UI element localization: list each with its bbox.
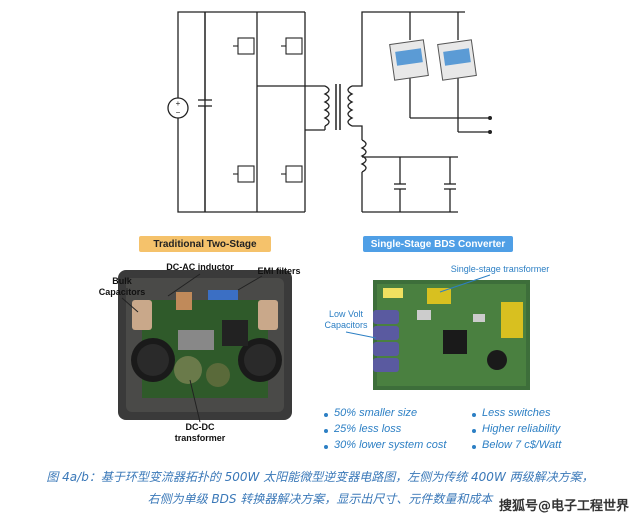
- feature-item: 25% less loss: [334, 423, 402, 435]
- figure-caption: 图 4a/b：基于环型变流器拓扑的 500W 太阳能微型逆变器电路图，左侧为传统…: [0, 466, 640, 510]
- dc-source-icon: [167, 97, 189, 119]
- single-stage-transformer-annotation: Single-stage transformer: [450, 264, 550, 274]
- feature-item: 50% smaller size: [334, 407, 418, 419]
- bds-board-photo: [373, 280, 530, 390]
- traditional-two-stage-label: Traditional Two-Stage: [139, 236, 271, 252]
- watermark: 搜狐号@电子工程世界: [495, 495, 632, 514]
- traditional-board-photo: [118, 270, 292, 420]
- bds-chip-icon: [389, 39, 477, 81]
- circuit-schematic: + −: [167, 11, 492, 213]
- svg-text:−: −: [176, 108, 181, 117]
- caption-line-2: 右侧为单级 BDS 转换器解决方案，显示出尺寸、元件数量和成本: [147, 492, 493, 506]
- feature-item: 30% lower system cost: [334, 439, 447, 451]
- feature-item: Higher reliability: [482, 423, 561, 435]
- feature-item: Below 7 c$/Watt: [482, 439, 562, 451]
- svg-text:+: +: [176, 99, 181, 108]
- bds-converter-label: Single-Stage BDS Converter: [363, 236, 513, 252]
- caption-line-1: 图 4a/b：基于环型变流器拓扑的 500W 太阳能微型逆变器电路图，左侧为传统…: [46, 470, 594, 484]
- mosfet-icon: [233, 37, 303, 183]
- feature-item: Less switches: [482, 407, 551, 419]
- dc-ac-inductor-annotation: DC-AC inductor: [166, 262, 234, 272]
- emi-filters-annotation: EMI filters: [257, 266, 301, 276]
- dc-dc-transformer-annotation: DC-DC transformer: [174, 422, 226, 443]
- low-volt-capacitors-annotation: Low Volt Capacitors: [324, 309, 368, 330]
- bulk-capacitors-annotation: Bulk Capacitors: [98, 276, 146, 297]
